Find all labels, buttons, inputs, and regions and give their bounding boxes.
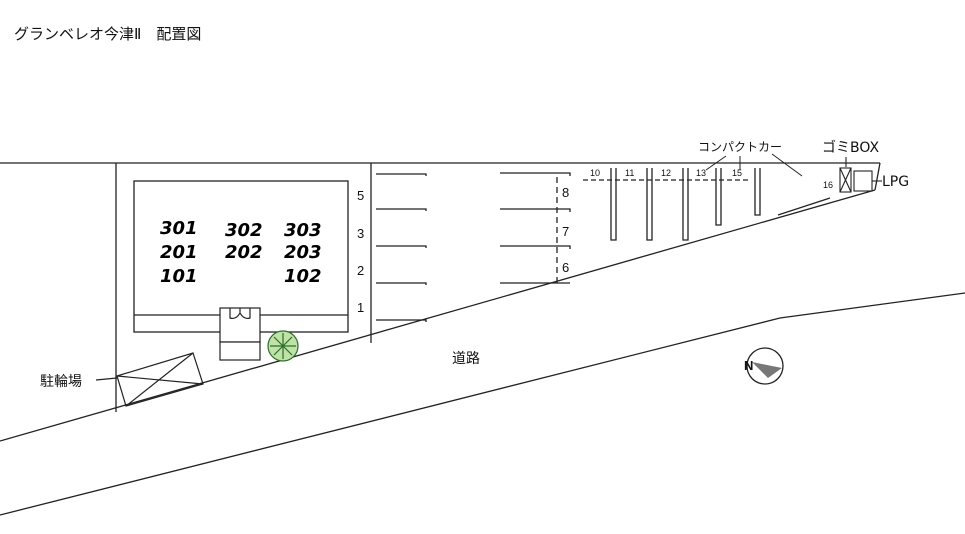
lpg-tank: [853, 170, 882, 192]
unit-201: 201: [160, 242, 198, 263]
slot-10: 10: [590, 168, 600, 178]
unit-302: 302: [225, 220, 263, 241]
unit-202: 202: [225, 242, 263, 263]
compass-letter: N: [744, 358, 753, 373]
compact-car-leaders: [705, 153, 803, 177]
slot-16: 16: [823, 180, 833, 190]
unit-numbers: 301 302 303 201 202 203 101 102: [160, 218, 322, 287]
parking-mid-numbers: 8 7 6: [562, 185, 569, 275]
unit-102: 102: [284, 266, 322, 287]
parking-16: [777, 197, 831, 216]
slot-5: 5: [357, 188, 364, 203]
parking-left: [376, 173, 427, 322]
gomi-box-label: ゴミBOX: [822, 139, 879, 156]
road-label: 道路: [452, 351, 480, 367]
slot-13: 13: [696, 168, 706, 178]
gomi-box: [839, 157, 852, 193]
parking-compact: [583, 168, 761, 241]
parking-mid: [500, 172, 571, 284]
slot-11: 11: [625, 168, 634, 178]
compact-car-label: コンパクトカー: [698, 140, 782, 154]
parking-left-numbers: 5 3 2 1: [357, 188, 364, 315]
site-boundary: [0, 162, 881, 442]
unit-101: 101: [160, 266, 198, 287]
bicycle-parking: [95, 352, 204, 407]
lpg-label: LPG: [882, 174, 909, 190]
unit-303: 303: [284, 220, 322, 241]
plan-title: グランベレオ今津Ⅱ 配置図: [14, 25, 201, 43]
slot-7: 7: [562, 224, 569, 239]
road: [0, 292, 965, 516]
slot-3: 3: [357, 226, 364, 241]
tree-icon: [267, 330, 299, 362]
unit-203: 203: [284, 242, 322, 263]
unit-301: 301: [160, 218, 198, 239]
slot-2: 2: [357, 263, 364, 278]
parking-compact-numbers: 10 11 12 13 15: [590, 168, 742, 178]
entrance: [219, 307, 261, 361]
slot-6: 6: [562, 260, 569, 275]
slot-1: 1: [357, 300, 364, 315]
north-compass-icon: N: [744, 347, 784, 385]
slot-15: 15: [732, 168, 742, 178]
bicycle-parking-label: 駐輪場: [40, 373, 82, 390]
slot-8: 8: [562, 185, 569, 200]
slot-12: 12: [661, 168, 671, 178]
